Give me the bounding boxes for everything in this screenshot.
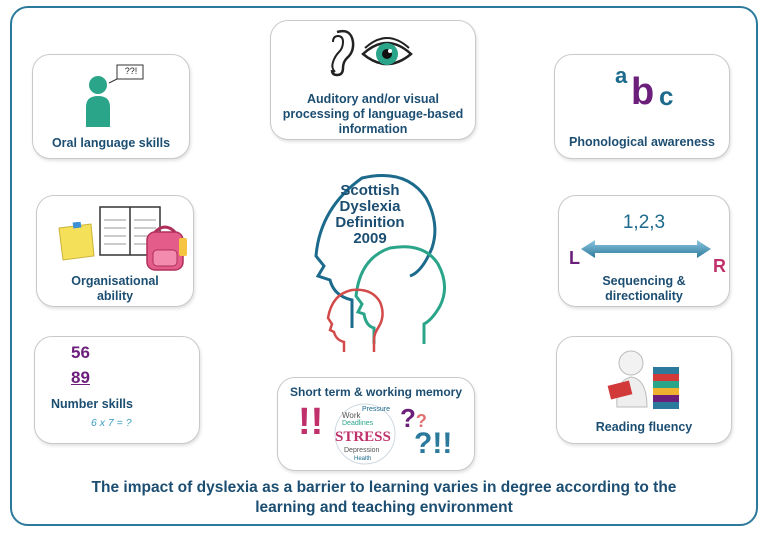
footer-line-1: The impact of dyslexia as a barrier to l… — [91, 479, 677, 496]
number-56: 56 — [71, 343, 90, 362]
center-title-line-4: 2009 — [353, 230, 387, 247]
number-89: 89 — [71, 368, 90, 387]
footer-caption: The impact of dyslexia as a barrier to l… — [30, 478, 738, 518]
letter-c: c — [659, 81, 674, 111]
sticky-note-icon — [58, 222, 95, 261]
exclamation-right-icon: ?!! — [414, 427, 453, 460]
auditory-label-line-2: processing of language-based — [282, 107, 464, 121]
center-title-line-1: Scottish — [340, 182, 400, 199]
card-phonological: a b c Phonological awareness — [554, 54, 730, 159]
sequencing-label-line-2: directionality — [605, 289, 683, 303]
cloud-word-work: Work — [342, 411, 361, 420]
multiplication-text: 6 x 7 = ? — [91, 417, 132, 429]
card-oral-language: ??! Oral language skills — [32, 54, 190, 159]
backpack-icon — [146, 225, 187, 271]
right-letter: R — [713, 256, 726, 276]
auditory-label-line-3: information — [338, 122, 408, 136]
cloud-word-health: Health — [354, 456, 372, 462]
card-auditory-visual: Auditory and/or visual processing of lan… — [270, 20, 476, 140]
speech-bubble-text: ??! — [124, 66, 138, 76]
center-title-line-2: Dyslexia — [339, 198, 401, 215]
footer-line-2: learning and teaching environment — [255, 499, 513, 516]
card-number-skills: 56 89 Number skills 6 x 7 = ? — [34, 336, 200, 444]
heads-silhouette-icon — [314, 174, 446, 352]
number-skills-label: Number skills — [51, 397, 133, 411]
reading-fluency-label: Reading fluency — [595, 420, 693, 434]
oral-language-label: Oral language skills — [51, 136, 171, 150]
person-speaking-icon — [86, 64, 144, 127]
ear-icon — [330, 29, 355, 77]
stress-word: STRESS — [335, 429, 391, 445]
organisational-label-line-1: Organisational — [71, 274, 159, 288]
card-sequencing: 1,2,3 L R Sequencing & directionality — [558, 195, 730, 307]
question-marks-icon: ?? — [400, 403, 427, 433]
eye-icon — [361, 37, 413, 66]
stress-word-cloud-icon — [334, 403, 396, 465]
auditory-label-line-1: Auditory and/or visual — [307, 92, 439, 106]
reading-figure-icon — [607, 350, 679, 409]
sequence-number: 1,2,3 — [622, 212, 666, 233]
card-organisational: Organisational ability — [36, 195, 194, 307]
cloud-word-deadlines: Deadlines — [342, 420, 374, 427]
center-title: Scottish Dyslexia Definition 2009 — [322, 183, 418, 247]
letter-a: a — [615, 63, 628, 88]
card-reading-fluency: Reading fluency — [556, 336, 732, 444]
working-memory-label: Short term & working memory — [289, 385, 463, 399]
sequencing-label-line-1: Sequencing & — [602, 274, 686, 288]
cloud-word-pressure: Pressure — [362, 406, 391, 413]
cloud-word-depression: Depression — [344, 447, 380, 454]
center-title-line-3: Definition — [335, 214, 405, 231]
phonological-label: Phonological awareness — [569, 135, 715, 149]
card-working-memory: Short term & working memory !! Work Pres… — [277, 377, 475, 471]
organisational-label-line-2: ability — [96, 289, 134, 303]
double-arrow-icon — [581, 240, 711, 258]
exclamation-left-icon: !! — [298, 401, 324, 443]
letter-b: b — [631, 71, 655, 113]
left-letter: L — [569, 248, 580, 268]
